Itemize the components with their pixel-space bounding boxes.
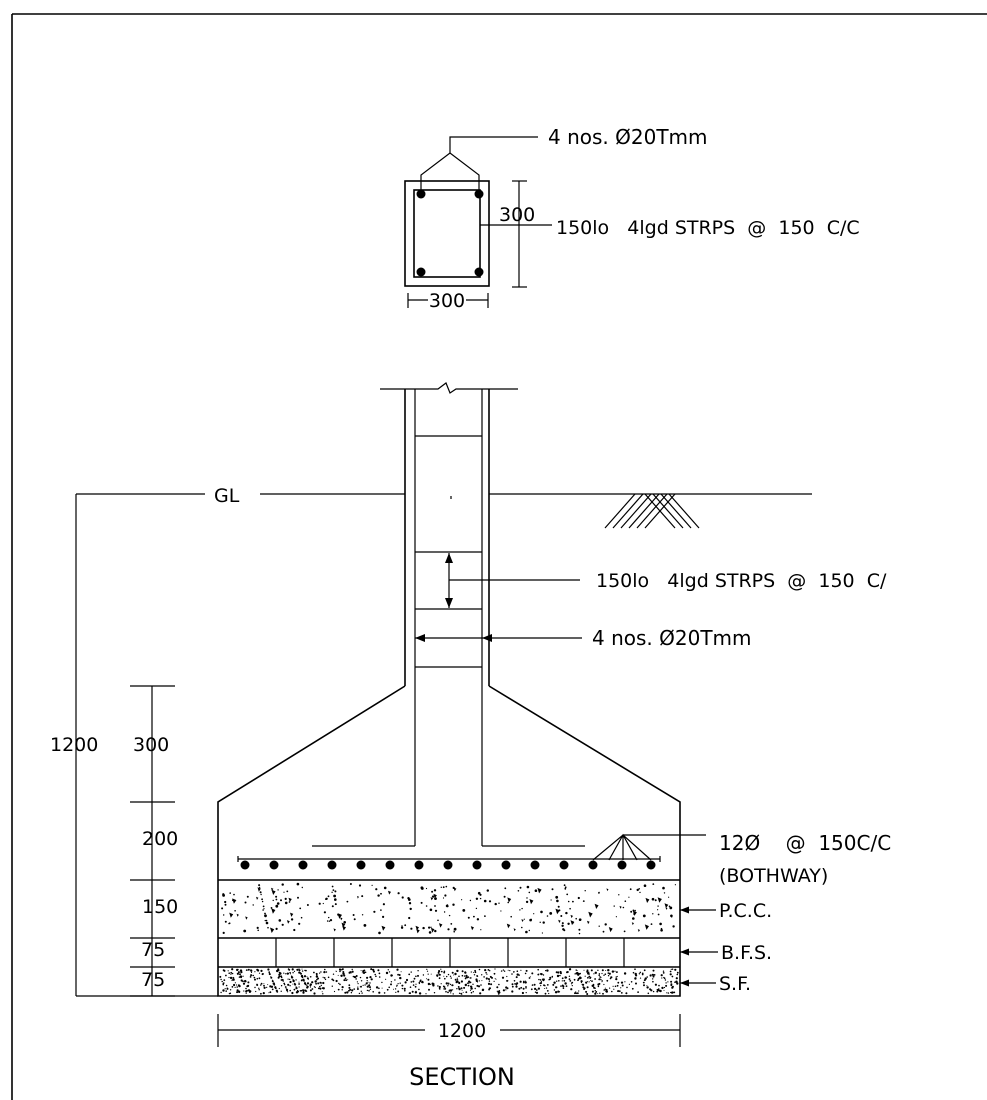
rebar-dot [474, 267, 484, 277]
column-cross-section [404, 136, 552, 308]
gl-label-mask [207, 482, 257, 506]
rebar-dot [501, 860, 511, 870]
section-title: SECTION [409, 1063, 515, 1091]
column-main-bars-label: 4 nos. Ø20Tmm [548, 125, 708, 149]
bottom-bars-label: 12Ø @ 150C/C [719, 831, 891, 855]
section-drawing [75, 382, 812, 1047]
rebar-dot [474, 189, 484, 199]
section-stirrups-label: 150lo 4lgd STRPS @ 150 C/ [596, 570, 887, 592]
rebar-dot [443, 860, 453, 870]
sf-label: S.F. [719, 973, 751, 995]
rebar-dot [472, 860, 482, 870]
rebar-dot [588, 860, 598, 870]
dim-label: 300 [133, 734, 169, 756]
soling-hatch [219, 968, 679, 995]
pcc-hatch [221, 882, 677, 935]
ground-level-label: GL [214, 485, 240, 507]
bfs-label: B.F.S. [721, 942, 772, 964]
rebar-dot [298, 860, 308, 870]
rebar-dot [356, 860, 366, 870]
drawing-frame [11, 13, 987, 1100]
section-main-bars-label: 4 nos. Ø20Tmm [592, 626, 752, 650]
rebar-dot [327, 860, 337, 870]
rebar-dot [269, 860, 279, 870]
dim-label: 150 [142, 896, 178, 918]
rebar-dot [385, 860, 395, 870]
rebar-dot [414, 860, 424, 870]
column-depth-label: 300 [499, 204, 535, 226]
rebar-dot [530, 860, 540, 870]
dim-label: 200 [142, 828, 178, 850]
pcc-label: P.C.C. [719, 900, 772, 922]
column-stirrups-label: 150lo 4lgd STRPS @ 150 C/C [556, 217, 860, 239]
dim-label: 75 [141, 969, 165, 991]
column-width-label: 300 [429, 290, 465, 312]
rebar-dot [559, 860, 569, 870]
rebar-dot [240, 860, 250, 870]
rebar-dot [617, 860, 627, 870]
bottom-bars-sublabel: (BOTHWAY) [719, 865, 828, 887]
rebar-dot [416, 189, 426, 199]
total-depth-label: 1200 [50, 734, 98, 756]
section-width-label: 1200 [438, 1020, 486, 1042]
dim-label: 75 [141, 939, 165, 961]
rebar-dot [416, 267, 426, 277]
rebar-dot [646, 860, 656, 870]
